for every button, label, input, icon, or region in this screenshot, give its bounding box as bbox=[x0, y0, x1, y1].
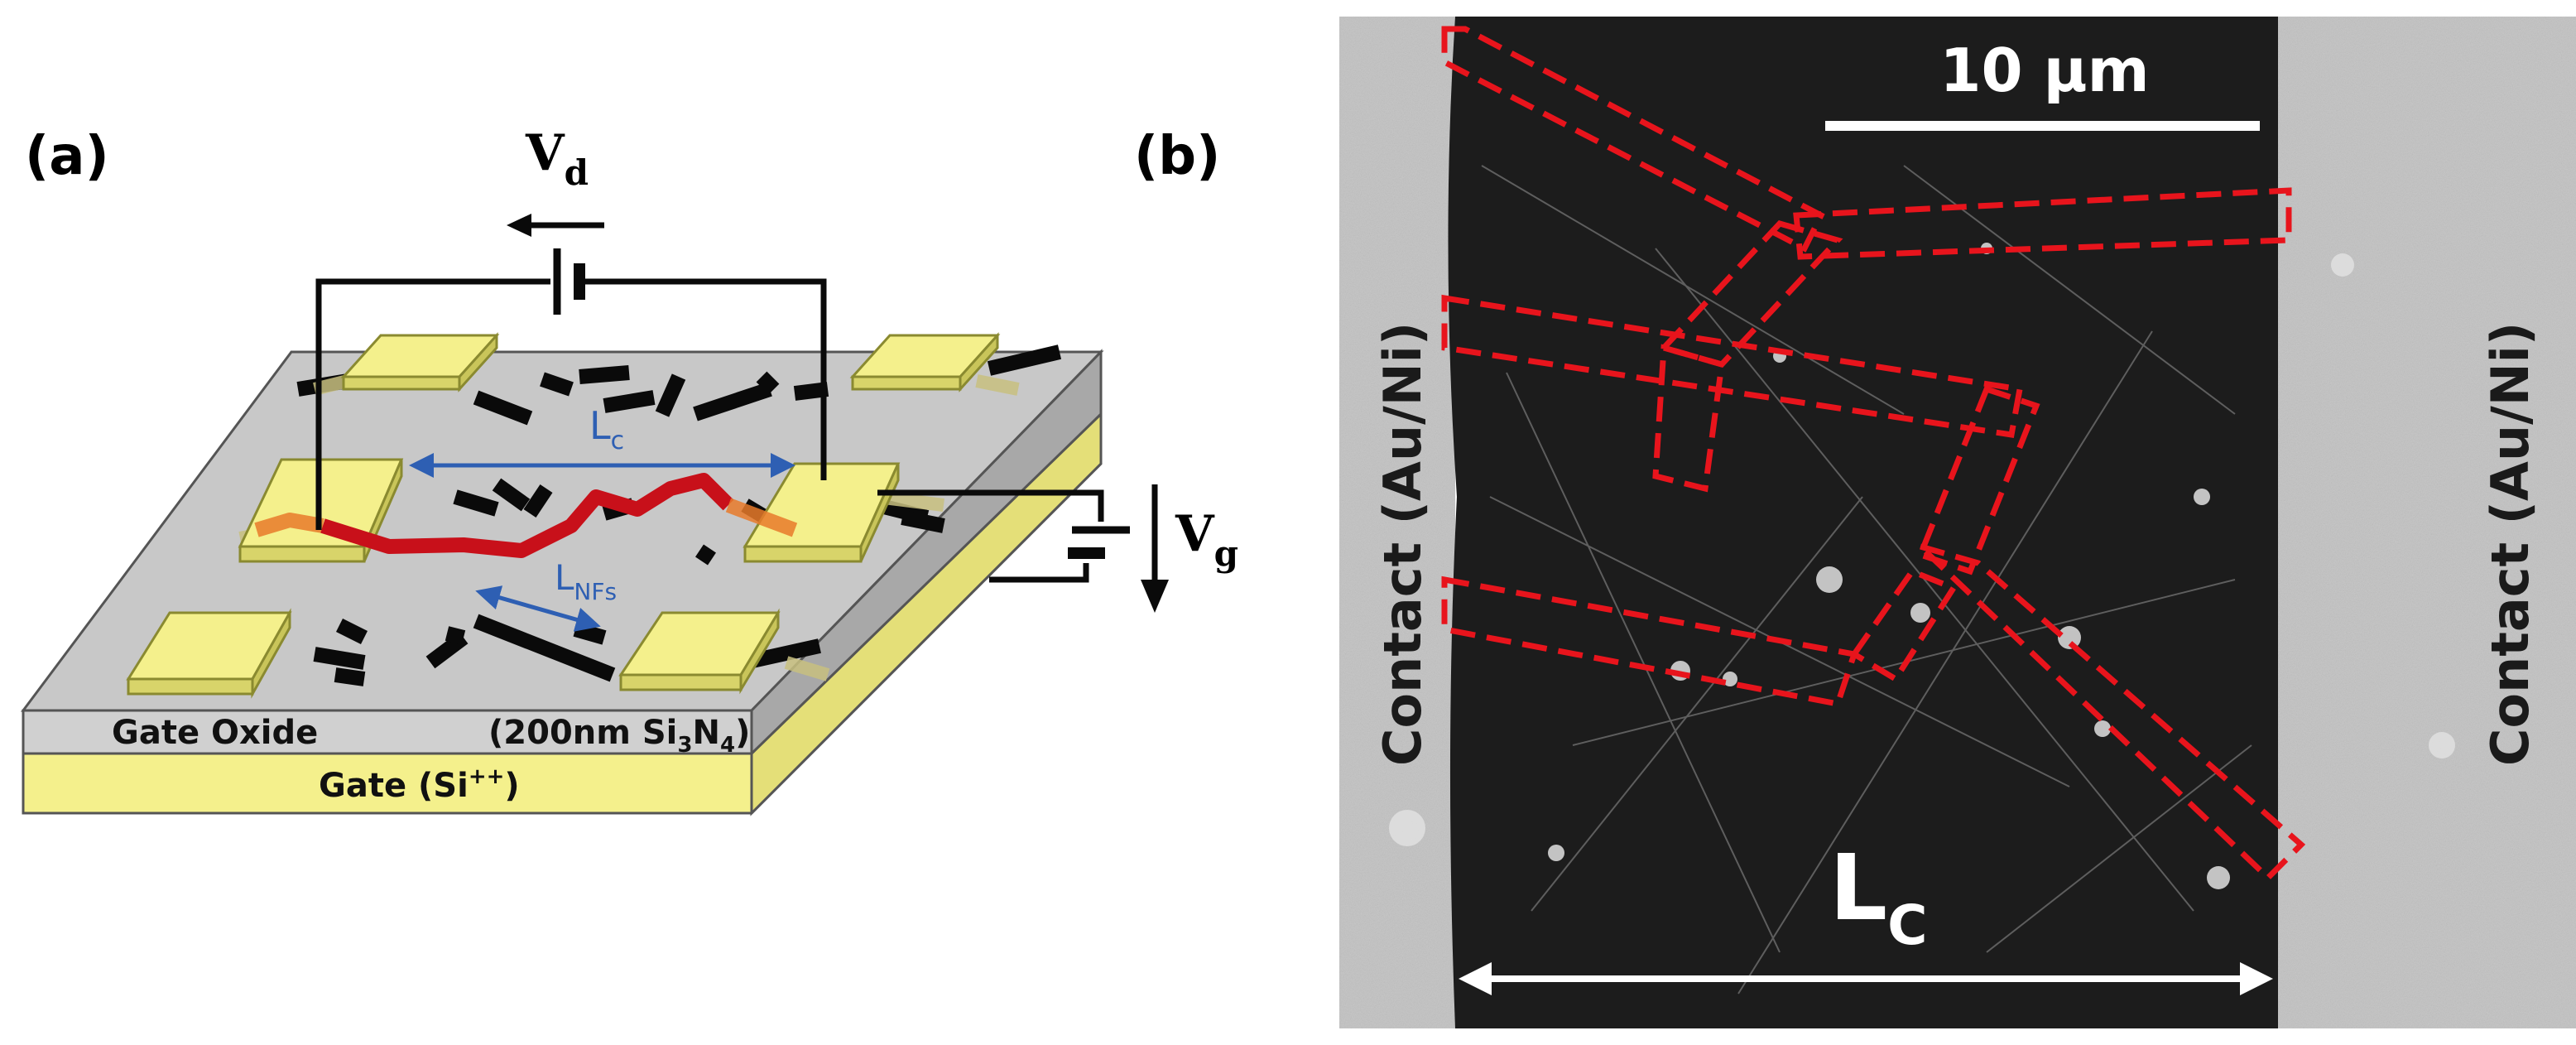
contact-pad bbox=[849, 332, 1001, 392]
contact-pad bbox=[340, 332, 500, 392]
nanofiber bbox=[695, 544, 716, 566]
vd-wire-right bbox=[584, 278, 827, 480]
particle bbox=[1816, 566, 1843, 593]
vd-wire-left bbox=[315, 278, 550, 530]
right-contact-texture bbox=[2278, 17, 2576, 1028]
nanofiber bbox=[540, 372, 574, 397]
nanofiber bbox=[473, 390, 533, 426]
panel-a-letter: (a) bbox=[25, 126, 109, 187]
nanofiber bbox=[523, 484, 553, 518]
nanofiber bbox=[987, 344, 1062, 376]
particle bbox=[2207, 866, 2230, 889]
faded-fiber bbox=[784, 656, 830, 681]
contact-side bbox=[251, 608, 291, 699]
panel-b: (b) bbox=[1134, 17, 2576, 1028]
contact-pad bbox=[618, 608, 781, 695]
particle bbox=[1723, 672, 1737, 686]
gate-oxide-label: Gate Oxide bbox=[112, 714, 318, 752]
panel-a: (a) bbox=[21, 124, 1238, 816]
path-red bbox=[320, 473, 734, 558]
lc-channel-label: LC bbox=[1829, 835, 1928, 957]
strand bbox=[1737, 330, 2153, 994]
dashed-path bbox=[1918, 543, 2306, 882]
oxide-side-face bbox=[750, 349, 1103, 757]
strand bbox=[1531, 496, 1863, 912]
vd-arrow-head bbox=[507, 214, 531, 237]
contact-front bbox=[743, 545, 863, 563]
dashed-path bbox=[1441, 575, 1858, 708]
dashed-path bbox=[1793, 187, 2292, 260]
contact-side bbox=[959, 332, 999, 392]
nanofiber bbox=[693, 382, 772, 421]
contact-front bbox=[342, 375, 461, 391]
panel-b-letter: (b) bbox=[1134, 126, 1220, 187]
strand bbox=[1986, 744, 2252, 953]
dashed-paths bbox=[1441, 26, 2306, 882]
channel bbox=[1448, 17, 2278, 1028]
contact-left-label: Contact (Au/Ni) bbox=[1372, 322, 1433, 766]
lnfs-label: LNFs bbox=[555, 557, 617, 605]
faded-fiber bbox=[975, 374, 1020, 396]
contact-pad bbox=[126, 608, 292, 699]
conduction-path bbox=[254, 473, 798, 558]
contact-front bbox=[127, 677, 254, 696]
particle bbox=[2058, 626, 2081, 649]
vg-wire-bottom bbox=[989, 563, 1089, 583]
vg-arrow-head bbox=[1141, 580, 1169, 613]
vg-wire-top bbox=[877, 489, 1104, 522]
dashed-path bbox=[1652, 344, 1725, 493]
contact-front bbox=[238, 545, 366, 563]
left-contact-texture bbox=[1339, 17, 1455, 1028]
contact-side bbox=[458, 332, 498, 392]
lc-label: Lc bbox=[589, 403, 624, 455]
nanofiber bbox=[603, 390, 656, 413]
nanofiber bbox=[334, 667, 366, 686]
nanofiber bbox=[901, 510, 945, 533]
nanofiber bbox=[492, 478, 531, 512]
particle bbox=[1548, 845, 1564, 861]
contact-side bbox=[739, 608, 780, 695]
contact-right-label: Contact (Au/Ni) bbox=[2480, 322, 2540, 766]
contact-front bbox=[851, 375, 962, 391]
strand bbox=[1506, 372, 1781, 953]
gate-label: Gate (Si++) bbox=[319, 764, 520, 805]
nanofiber bbox=[445, 626, 466, 645]
particle bbox=[2331, 253, 2354, 277]
dashed-path bbox=[1916, 385, 2040, 575]
strand bbox=[1481, 165, 1905, 415]
particle bbox=[1910, 603, 1930, 623]
vd-circuit bbox=[315, 214, 827, 530]
si3n4-label: (200nm Si3N4) bbox=[488, 714, 750, 758]
nanofiber bbox=[655, 373, 686, 417]
nanofiber bbox=[453, 489, 499, 517]
dashed-path bbox=[1441, 26, 1825, 253]
vd-label: Vd bbox=[525, 124, 589, 193]
scale-bar-label: 10 µm bbox=[1939, 36, 2149, 105]
particle bbox=[2094, 720, 2111, 737]
contact-front bbox=[619, 673, 743, 691]
vg-label: Vg bbox=[1175, 505, 1238, 574]
path-orange-left bbox=[254, 513, 324, 537]
strand bbox=[1655, 248, 2194, 912]
nanofiber bbox=[573, 622, 607, 645]
particle bbox=[2194, 489, 2210, 505]
path-orange-right bbox=[725, 498, 798, 537]
lnfs-arrow bbox=[475, 585, 601, 632]
dashed-path bbox=[1849, 567, 1958, 683]
nanofiber bbox=[579, 365, 630, 384]
nanofiber bbox=[756, 371, 780, 395]
vg-circuit bbox=[877, 484, 1169, 613]
dashed-path bbox=[1441, 294, 2024, 438]
particle bbox=[2429, 732, 2455, 758]
particle bbox=[1389, 810, 1425, 846]
nanofiber bbox=[335, 618, 368, 645]
nanofiber bbox=[313, 647, 366, 670]
